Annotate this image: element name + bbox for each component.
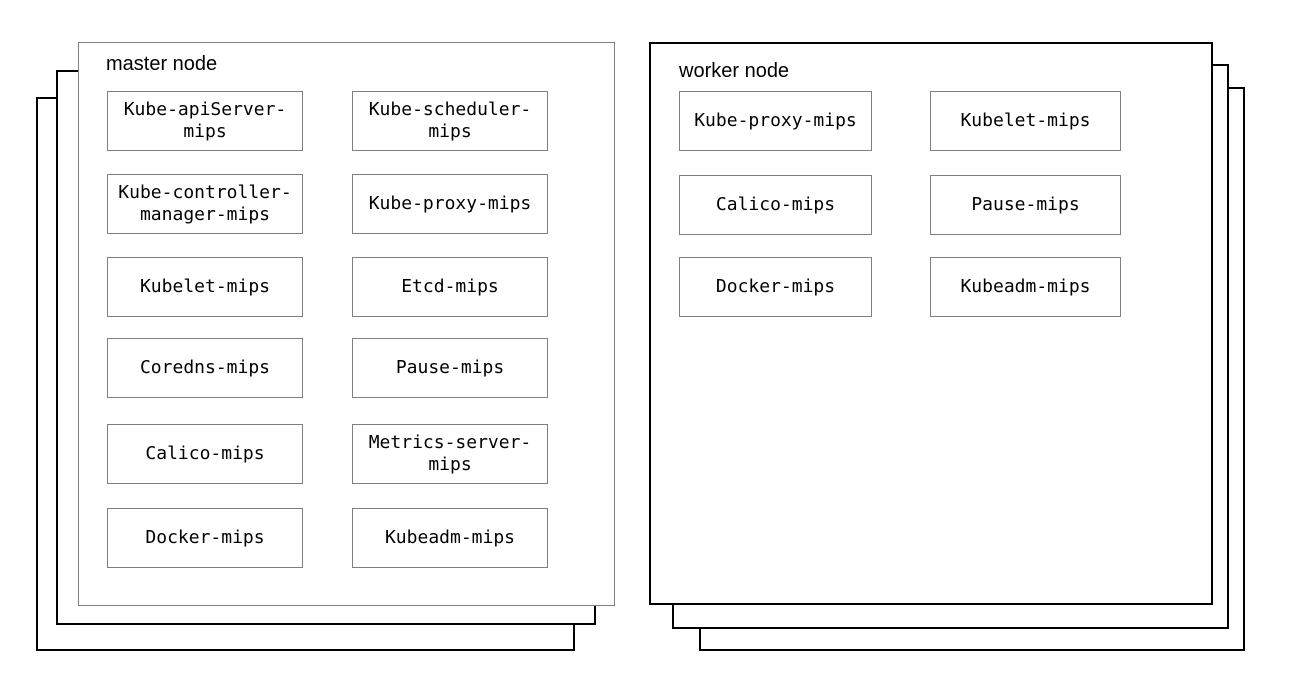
master-component-metrics-server-mips: Metrics-server-mips	[352, 424, 548, 484]
worker-node-box: worker node Kube-proxy-mips Kubelet-mips…	[649, 42, 1213, 605]
worker-component-docker-mips: Docker-mips	[679, 257, 872, 317]
master-component-kube-scheduler-mips: Kube-scheduler-mips	[352, 91, 548, 151]
worker-component-kubelet-mips: Kubelet-mips	[930, 91, 1121, 151]
worker-component-calico-mips: Calico-mips	[679, 175, 872, 235]
master-component-kube-apiserver-mips: Kube-apiServer-mips	[107, 91, 303, 151]
master-component-etcd-mips: Etcd-mips	[352, 257, 548, 317]
master-component-kube-controller-manager-mips: Kube-controller-manager-mips	[107, 174, 303, 234]
master-component-calico-mips: Calico-mips	[107, 424, 303, 484]
worker-component-kube-proxy-mips: Kube-proxy-mips	[679, 91, 872, 151]
master-component-coredns-mips: Coredns-mips	[107, 338, 303, 398]
master-component-docker-mips: Docker-mips	[107, 508, 303, 568]
master-component-pause-mips: Pause-mips	[352, 338, 548, 398]
master-component-kubeadm-mips: Kubeadm-mips	[352, 508, 548, 568]
master-node-box: master node Kube-apiServer-mips Kube-sch…	[78, 42, 615, 606]
worker-node-title: worker node	[679, 60, 790, 82]
worker-component-kubeadm-mips: Kubeadm-mips	[930, 257, 1121, 317]
worker-component-pause-mips: Pause-mips	[930, 175, 1121, 235]
master-node-title: master node	[106, 53, 218, 75]
master-component-kubelet-mips: Kubelet-mips	[107, 257, 303, 317]
master-component-kube-proxy-mips: Kube-proxy-mips	[352, 174, 548, 234]
